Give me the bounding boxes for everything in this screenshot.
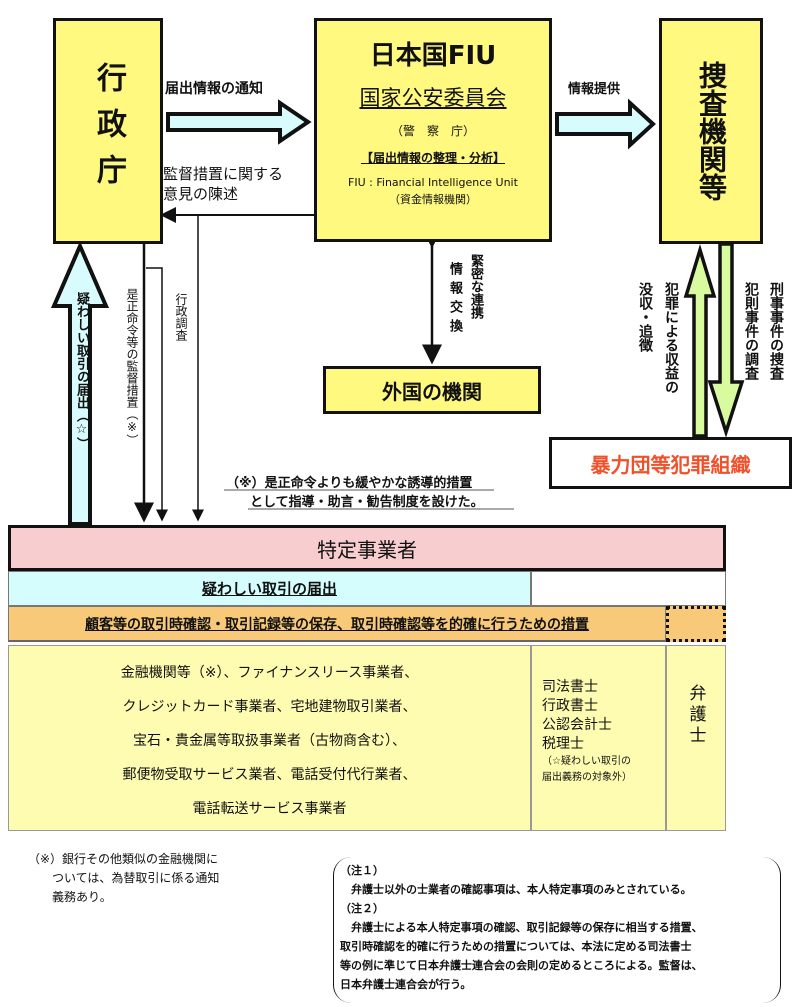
admin-investigation-label: 行政調査 (174, 293, 188, 341)
lawyer-cell: 弁護士 (666, 645, 726, 831)
exchange-label-1: 情報交換 (447, 262, 462, 338)
measures-row-label: 顧客等の取引時確認・取引記録等の保存、取引時確認等を的確に行うための措置 (85, 616, 589, 633)
investigative-box: 捜査機関等 (659, 18, 763, 244)
note2-line: 弁護士による本人特定事項の確認、取引記録等の保存に相当する措置、 (340, 921, 703, 934)
specified-business-label: 特定事業者 (317, 537, 417, 562)
professional-item: 公認会計士 (542, 717, 612, 733)
confiscation-label-2: 没収・追徴 (637, 282, 653, 352)
investigative-label: 捜査機関等 (695, 61, 728, 201)
confiscation-arrow (683, 243, 717, 438)
business-line: 電話転送サービス事業者 (192, 801, 347, 817)
note2-line: 日本弁護士連合会が行う。 (340, 978, 472, 991)
criminal-label-1: 刑事事件の捜査 (768, 282, 784, 380)
measures-row-lawyer-cell (666, 606, 726, 642)
footnote-line: ついては、為替取引に係る通知 (28, 871, 220, 885)
fiu-sub-agency: （警 察 庁） (390, 124, 475, 138)
suspicious-report-arrow (50, 240, 110, 526)
professional-item: 行政書士 (542, 698, 598, 714)
confiscation-label-1: 犯罪による収益の (663, 282, 679, 394)
crime-org-box: 暴力団等犯罪組織 (549, 437, 792, 489)
suspicious-report-row: 疑わしい取引の届出 (8, 571, 531, 606)
provide-label: 情報提供 (568, 82, 621, 97)
corrective-label: 是正命令等の監督措置（※） (125, 288, 139, 446)
foreign-label: 外国の機関 (382, 379, 482, 404)
note1-body: 弁護士以外の士業者の確認事項は、本人特定事項のみとされている。 (340, 883, 692, 896)
criminal-investigation-arrow (707, 242, 745, 438)
professional-item: 税理士 (542, 736, 584, 752)
professionals-cell: 司法書士 行政書士 公認会計士 税理士 （☆疑わしい取引の 届出義務の対象外） (531, 645, 666, 831)
opinion-label-2: 意見の陳述 (163, 185, 239, 203)
fiu-role: 【届出情報の整理・分析】 (360, 151, 505, 165)
crime-org-label: 暴力団等犯罪組織 (590, 452, 751, 477)
foreign-box: 外国の機関 (323, 366, 541, 414)
corrective-arrow-2 (146, 267, 168, 522)
professional-item: 司法書士 (542, 679, 598, 695)
provide-arrow (555, 98, 656, 150)
fiu-box: 日本国FIU 国家公安委員会 （警 察 庁） 【届出情報の整理・分析】 FIU … (314, 18, 552, 242)
note2-title: （注２） (340, 902, 384, 915)
suspicious-report-label: 疑わしい取引の届出（☆） (74, 292, 89, 450)
notify-arrow (166, 99, 312, 145)
opinion-label-1: 監督措置に関する (163, 165, 284, 183)
fiu-definition: FIU : Financial Intelligence Unit (348, 176, 518, 189)
professionals-note: 届出義務の対象外） (542, 772, 632, 783)
businesses-cell: 金融機関等（※）、ファイナンスリース事業者、 クレジットカード事業者、宅地建物取… (8, 645, 531, 831)
fiu-definition-jp: （資金情報機関） (389, 193, 477, 206)
suspicious-report-row-empty (531, 571, 726, 606)
note1-title: （注１） (340, 864, 384, 877)
fiu-title: 日本国FIU (369, 41, 497, 71)
business-line: 宝石・貴金属等取扱事業者（古物商含む）、 (133, 733, 406, 749)
footnote-line: （※）銀行その他類似の金融機関に (28, 852, 219, 866)
professionals-note: （☆疑わしい取引の (542, 756, 631, 767)
exchange-label-2: 緊密な連携 (468, 254, 483, 319)
measures-row: 顧客等の取引時確認・取引記録等の保存、取引時確認等を的確に行うための措置 (8, 606, 666, 642)
business-line: クレジットカード事業者、宅地建物取引業者、 (122, 699, 417, 715)
guidance-note-2: として指導・助言・勧告制度を設けた。 (250, 495, 484, 510)
business-line: 郵便物受取サービス業者、電話受付代行業者、 (122, 767, 417, 783)
lawyer-label: 弁護士 (685, 684, 706, 747)
suspicious-report-row-label: 疑わしい取引の届出 (201, 580, 337, 598)
guidance-note-1: （※）是正命令よりも緩やかな誘導的措置 (226, 476, 473, 491)
notes-box: （注１） 弁護士以外の士業者の確認事項は、本人特定事項のみとされている。 （注２… (333, 857, 781, 1003)
note2-line: 等の例に準じて日本弁護士連合会の会則の定めるところによる。監督は、 (340, 959, 703, 972)
footnote: （※）銀行その他類似の金融機関に ついては、為替取引に係る通知 義務あり。 (28, 850, 219, 907)
criminal-label-2: 犯則事件の調査 (743, 282, 759, 380)
fiu-agency: 国家公安委員会 (359, 86, 507, 110)
admin-agency-box: 行政庁 (53, 18, 163, 244)
footnote-line: 義務あり。 (28, 890, 112, 904)
admin-agency-label: 行政庁 (91, 62, 126, 200)
business-line: 金融機関等（※）、ファイナンスリース事業者、 (120, 665, 419, 681)
specified-business-header: 特定事業者 (8, 525, 726, 571)
notify-label: 届出情報の通知 (165, 81, 263, 97)
note2-line: 取引時確認を的確に行うための措置については、本法に定める司法書士 (340, 940, 692, 953)
